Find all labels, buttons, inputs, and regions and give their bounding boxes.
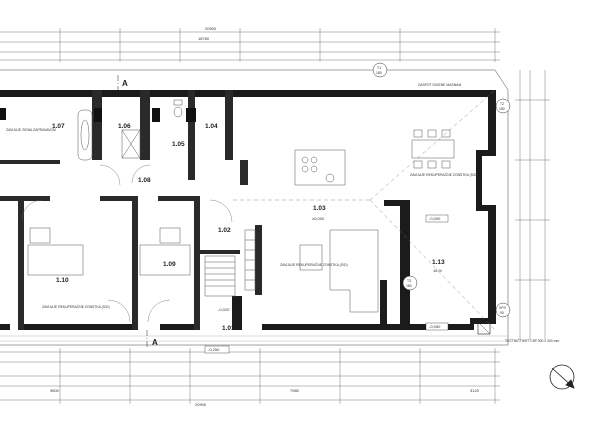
overall-dimension-top-inner: 18780	[198, 36, 210, 41]
bottom-dimension-1: 9800	[50, 388, 60, 393]
interior-walls	[0, 90, 262, 330]
room-number-113: 1.13	[432, 259, 445, 266]
bottom-dimension-3: 3120	[470, 388, 480, 393]
level-terrace-b: -0,050	[429, 324, 441, 329]
section-mark-bottom: A	[152, 338, 158, 347]
chimney-cross	[477, 321, 491, 335]
tag-t3-value: 180	[406, 284, 412, 288]
tag-t1: T1	[377, 66, 381, 70]
level-room-101: -0,020	[218, 307, 230, 312]
room-number-107: 1.07	[52, 123, 65, 130]
door-swings	[21, 164, 233, 323]
room-number-103: 1.03	[313, 205, 326, 212]
right-dimension-lines	[515, 70, 550, 340]
exterior-walls	[0, 90, 496, 330]
room-number-105: 1.05	[172, 141, 185, 148]
terrace-hatch	[0, 335, 508, 342]
wall-type-tags	[372, 62, 511, 318]
room-number-106: 1.06	[118, 123, 131, 130]
room-number-104: 1.04	[205, 123, 218, 130]
overall-dimension-bottom: 20900	[195, 402, 207, 407]
level-entrance: -0,250	[208, 347, 220, 352]
top-dimension-lines	[0, 28, 500, 62]
section-line	[117, 75, 148, 348]
wall-posts	[0, 108, 196, 122]
area-room-113: 18 %	[433, 268, 443, 273]
tag-xps: XPS	[499, 306, 507, 310]
tag-t3: T3	[407, 279, 411, 283]
level-room-103: ±0,000	[312, 216, 325, 221]
note-bedroom: ZAVIJAJE REKUPERAČNE ZONSTKA (S/D)	[42, 304, 110, 309]
level-boxes	[204, 214, 449, 354]
level-terrace-a: -0,000	[429, 216, 441, 221]
room-number-110: 1.10	[56, 277, 69, 284]
note-living: ZAVIJAJE REKUPERAČNE ZONSTKA (S/D)	[280, 262, 348, 267]
note-bath: ZAVIJAJE ZIDNA ZAPRAVAVOM	[6, 128, 56, 132]
room-number-109: 1.09	[163, 261, 176, 268]
room-number-102: 1.02	[218, 227, 231, 234]
north-arrow-icon	[549, 364, 575, 390]
tag-t1-value: 180	[376, 71, 382, 75]
note-window-bay: ZAVIJAJE REKUPERAČNE ZONSTKA (S/D)	[410, 172, 478, 177]
bottom-dimension-lines	[0, 348, 500, 404]
overall-dimension-top: 20900	[205, 26, 217, 31]
tag-xps-value: 90	[500, 311, 504, 315]
roof-hidden-lines	[233, 89, 496, 331]
note-chimney: TEČTNIČTIKRT C5P 300 x 300 mm	[505, 338, 559, 343]
room-number-108: 1.08	[138, 177, 151, 184]
bottom-dimension-2: 7980	[290, 388, 300, 393]
section-mark-top: A	[122, 79, 128, 88]
fixtures	[27, 99, 455, 313]
tag-t2: T2	[500, 102, 504, 106]
chimney-symbol	[477, 321, 491, 335]
note-top-right: ZASPOT DIGENE MASNAM	[418, 83, 461, 87]
room-number-101: 1.01	[222, 325, 235, 332]
roof-outline	[0, 69, 509, 346]
tag-t2-value: 180	[499, 107, 505, 111]
